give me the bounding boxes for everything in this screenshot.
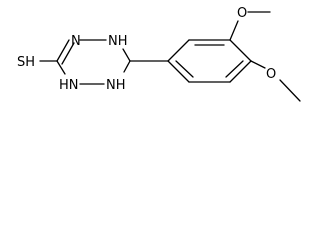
- bond-ar-4: [229, 60, 252, 83]
- structure-canvas: SH N NH HN NH O O: [17, 6, 301, 102]
- chemical-structure: SH N NH HN NH O O: [17, 6, 301, 102]
- atom-label-n1: N: [71, 34, 81, 49]
- benzene-ring: [167, 39, 252, 83]
- bond-c3-n2-double: [61, 42, 75, 65]
- bond-c3-n2: [56, 39, 70, 62]
- bond-o-ch3-para: [279, 79, 301, 102]
- methoxy-para: [250, 60, 301, 102]
- bond-ar-o-meta: [229, 20, 239, 41]
- atom-label-nh2: NH: [108, 34, 128, 49]
- atom-label-o-meta: O: [237, 6, 247, 21]
- bond-ar-1: [167, 39, 190, 62]
- bond-n1-c6: [122, 48, 131, 62]
- atom-label-hn4: HN: [59, 78, 79, 93]
- atom-label-nh5: NH: [106, 78, 126, 93]
- methoxy-meta: [229, 11, 271, 41]
- atom-label-sh: SH: [17, 55, 35, 70]
- bond-ar-6: [167, 60, 190, 83]
- tetrazine-ring: [39, 39, 131, 85]
- atom-label-o-para: O: [266, 67, 276, 82]
- bond-c6-n5: [123, 60, 131, 73]
- bond-n4-c3: [56, 60, 66, 75]
- bond-ar-3: [229, 39, 252, 62]
- bond-ar-inner-3: [175, 60, 194, 78]
- bond-ar-o-para: [250, 60, 266, 69]
- bond-ar-inner-2: [225, 60, 244, 78]
